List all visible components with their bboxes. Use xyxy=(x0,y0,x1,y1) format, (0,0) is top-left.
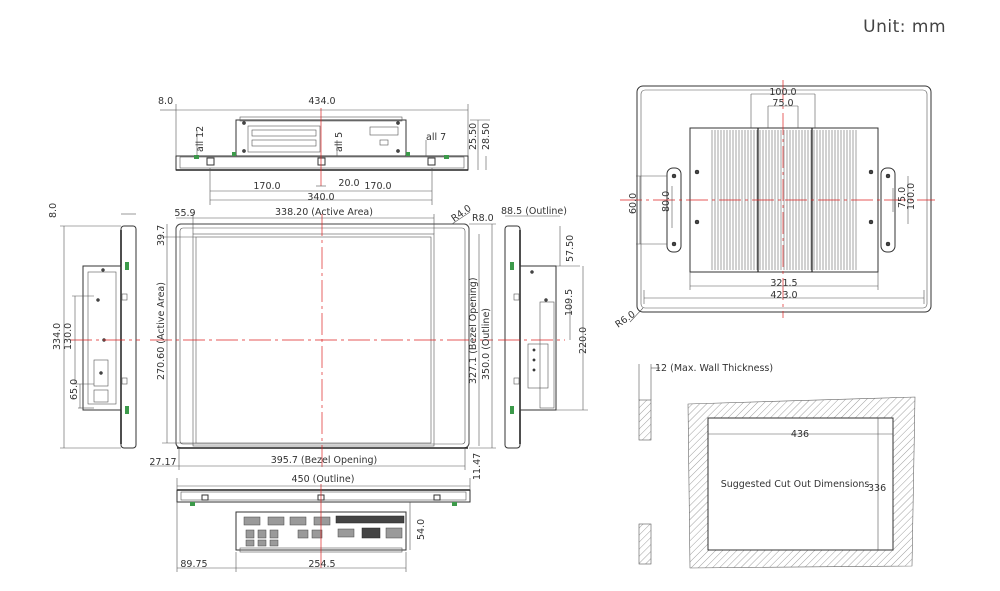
right-dim-220: 220.0 xyxy=(578,327,589,354)
top-dim-28-50: 28.50 xyxy=(481,123,492,150)
right-dim-outline: 88.5 (Outline) xyxy=(501,206,567,217)
front-dim-bezel-height: 327.1 (Bezel Opening) xyxy=(468,277,479,384)
top-dim-434: 434.0 xyxy=(308,96,335,107)
top-dim-170-left: 170.0 xyxy=(253,181,280,192)
front-dim-outline-height: 350.0 (Outline) xyxy=(481,308,492,380)
rear-dim-423: 423.0 xyxy=(770,290,797,301)
rear-dim-100-side: 100.0 xyxy=(906,183,917,210)
rear-dim-75-top: 75.0 xyxy=(772,98,793,109)
rear-view: 100.0 75.0 60.0 80.0 75.0 100.0 321.5 42… xyxy=(613,80,935,330)
rear-dim-60: 60.0 xyxy=(628,193,639,214)
rear-dim-100-top: 100.0 xyxy=(769,87,796,98)
left-dim-334: 334.0 xyxy=(52,323,63,350)
front-dim-55-9: 55.9 xyxy=(174,208,195,219)
front-dim-r8: R8.0 xyxy=(472,213,494,224)
top-dim-all12: all 12 xyxy=(195,126,206,152)
right-side-view: 88.5 (Outline) 57.50 109.5 220.0 xyxy=(498,206,589,449)
left-dim-65: 65.0 xyxy=(69,379,80,400)
top-dim-all7: all 7 xyxy=(426,132,446,143)
front-dim-39-7: 39.7 xyxy=(156,225,167,246)
cutout-width: 436 xyxy=(791,429,809,440)
bottom-dim-outline: 450 (Outline) xyxy=(292,474,355,485)
front-view: 55.9 338.20 (Active Area) R4.0 R8.0 39.7… xyxy=(149,203,496,480)
left-dim-130: 130.0 xyxy=(63,323,74,350)
cutout-diagram: 12 (Max. Wall Thickness) 436 336 Suggest… xyxy=(638,363,916,569)
top-dim-all5: all 5 xyxy=(334,132,345,152)
top-view: 8.0 434.0 all 12 all 5 all 7 25.50 28.50… xyxy=(158,96,492,205)
top-dim-8: 8.0 xyxy=(158,96,173,107)
rear-dim-80: 80.0 xyxy=(661,191,672,212)
front-dim-27-17: 27.17 xyxy=(149,457,176,468)
left-dim-8: 8.0 xyxy=(48,203,59,218)
bottom-view: 450 (Outline) 54.0 89.75 254.5 xyxy=(176,474,471,572)
front-dim-active-width: 338.20 (Active Area) xyxy=(275,207,373,218)
rear-dim-r6: R6.0 xyxy=(613,309,637,330)
bottom-dim-89-75: 89.75 xyxy=(180,559,207,570)
bottom-dim-254-5: 254.5 xyxy=(308,559,335,570)
top-dim-25-50: 25.50 xyxy=(468,123,479,150)
rear-dim-75-side: 75.0 xyxy=(897,187,908,208)
front-dim-bezel-width: 395.7 (Bezel Opening) xyxy=(271,455,378,466)
left-side-view: 8.0 334.0 130.0 65.0 xyxy=(48,203,140,449)
rear-dim-321-5: 321.5 xyxy=(770,278,797,289)
front-dim-r4: R4.0 xyxy=(449,203,473,224)
bottom-dim-54: 54.0 xyxy=(416,519,427,540)
cutout-height: 336 xyxy=(868,483,886,494)
top-dim-340: 340.0 xyxy=(307,192,334,203)
front-dim-11-47: 11.47 xyxy=(472,453,483,480)
front-dim-active-height: 270.60 (Active Area) xyxy=(156,282,167,380)
top-dim-20: 20.0 xyxy=(338,178,359,189)
unit-label: Unit: mm xyxy=(863,17,946,37)
cutout-label: Suggested Cut Out Dimensions xyxy=(721,479,870,490)
right-dim-57-5: 57.50 xyxy=(565,235,576,262)
top-dim-170-right: 170.0 xyxy=(364,181,391,192)
cutout-wall-note: 12 (Max. Wall Thickness) xyxy=(655,363,773,374)
right-dim-109-5: 109.5 xyxy=(564,289,575,316)
